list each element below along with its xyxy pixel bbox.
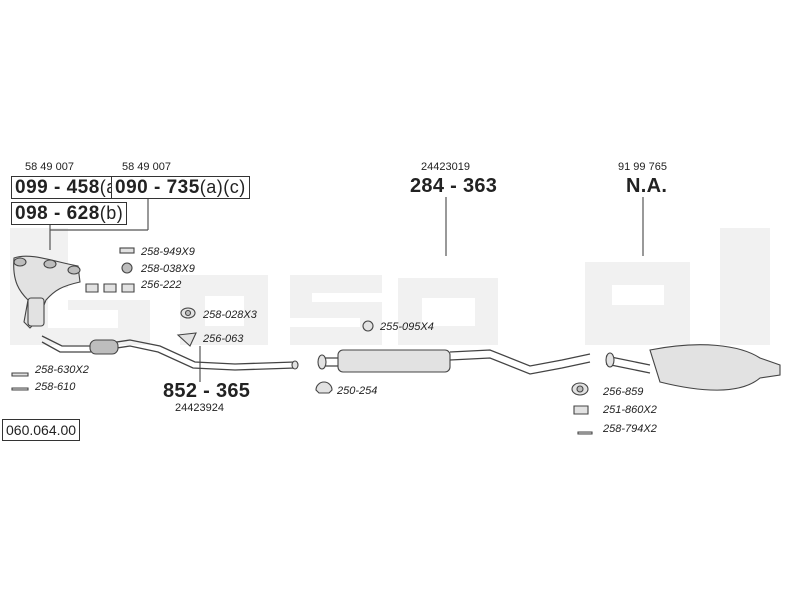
manifold-part-b-suffix: (a)(c) bbox=[199, 177, 246, 197]
manifold-part-a[interactable]: 099 - 458(a) bbox=[11, 176, 128, 199]
front-pipe-part[interactable]: 852 - 365 bbox=[163, 380, 251, 402]
accessory-label: 258-794X2 bbox=[603, 423, 657, 435]
manifold-part-a-number: 099 - 458 bbox=[15, 177, 100, 198]
accessory-label: 251-860X2 bbox=[603, 404, 657, 416]
front-pipe-oem: 24423924 bbox=[175, 402, 224, 414]
middle-silencer-part[interactable]: 284 - 363 bbox=[410, 175, 498, 197]
middle-silencer-oem: 24423019 bbox=[421, 161, 470, 173]
manifold-oem-b: 58 49 007 bbox=[122, 161, 171, 173]
accessory-label: 258-610 bbox=[35, 381, 76, 393]
accessory-label: 256-859 bbox=[603, 386, 644, 398]
accessory-label: 258-949X9 bbox=[141, 246, 195, 258]
manifold-part-c-number: 098 - 628 bbox=[15, 203, 100, 224]
accessory-label: 256-063 bbox=[203, 333, 244, 345]
accessory-label: 250-254 bbox=[337, 385, 378, 397]
rear-silencer-oem: 91 99 765 bbox=[618, 161, 667, 173]
middle-silencer bbox=[317, 349, 591, 375]
brand-watermark bbox=[10, 228, 770, 345]
manifold-part-b[interactable]: 090 - 735(a)(c) bbox=[111, 176, 250, 199]
manifold-oem-a: 58 49 007 bbox=[25, 161, 74, 173]
gasket-icons bbox=[11, 247, 593, 435]
manifold-part-b-number: 090 - 735 bbox=[115, 177, 200, 198]
exhaust-manifold bbox=[13, 255, 81, 329]
manifold-part-c[interactable]: 098 - 628(b) bbox=[11, 202, 128, 225]
accessory-label: 255-095X4 bbox=[380, 321, 434, 333]
accessory-label: 256-222 bbox=[141, 279, 182, 291]
accessory-label: 258-028X3 bbox=[203, 309, 257, 321]
rear-silencer bbox=[605, 344, 781, 391]
manifold-part-c-suffix: (b) bbox=[99, 203, 124, 223]
rear-silencer-part[interactable]: N.A. bbox=[626, 175, 668, 197]
accessory-label: 258-038X9 bbox=[141, 263, 195, 275]
leader-lines bbox=[49, 197, 644, 382]
front-pipe bbox=[41, 335, 299, 371]
diagram-id-label: 060.064.00 bbox=[2, 419, 81, 441]
accessory-label: 258-630X2 bbox=[35, 364, 89, 376]
